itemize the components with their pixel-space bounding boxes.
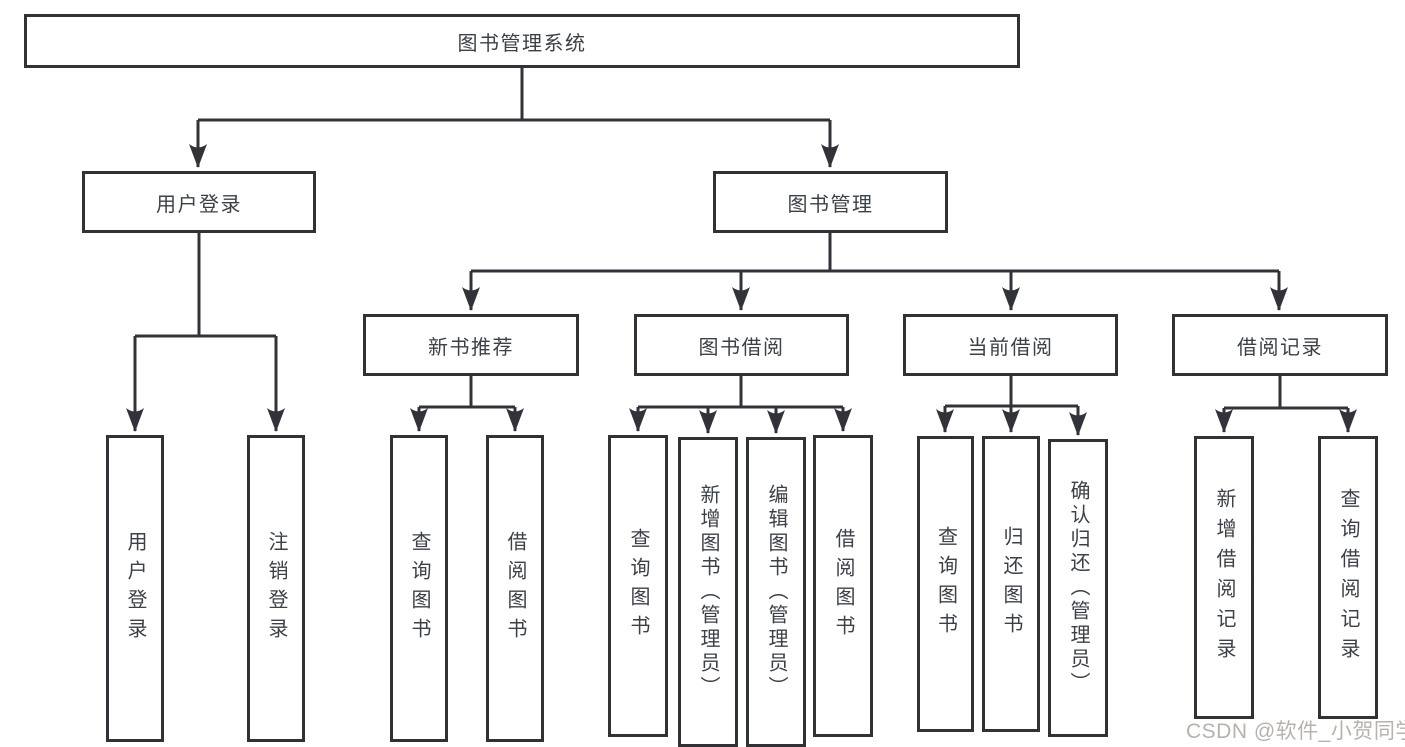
node-new-book-recommend: 新书推荐 xyxy=(363,314,579,376)
connector-rail-current-borrow xyxy=(945,376,1078,408)
connector-rail-new-book xyxy=(419,376,515,409)
leaf-logout: 注销登录 xyxy=(247,435,305,742)
connector-rail-borrow-records xyxy=(1224,376,1348,410)
node-book-management: 图书管理 xyxy=(713,171,948,233)
leaf-query-borrow-record: 查询借阅记录 xyxy=(1318,436,1378,719)
csdn-watermark: CSDN @软件_小贺同学 xyxy=(1186,720,1405,743)
leaf-query-books-3: 查询图书 xyxy=(917,436,974,732)
node-current-borrow: 当前借阅 xyxy=(903,314,1118,376)
leaf-return-books: 归还图书 xyxy=(982,436,1040,732)
leaf-add-borrow-record: 新增借阅记录 xyxy=(1194,436,1254,719)
connector-rail-book-management xyxy=(471,233,1279,273)
node-borrow-records: 借阅记录 xyxy=(1172,314,1388,376)
node-book-borrow: 图书借阅 xyxy=(634,314,849,376)
leaf-add-books-admin: 新增图书（管理员） xyxy=(678,437,738,747)
connector-rail-user-login xyxy=(135,233,276,338)
leaf-edit-books-admin: 编辑图书（管理员） xyxy=(746,437,806,747)
leaf-query-books-2: 查询图书 xyxy=(608,435,668,737)
node-root-system: 图书管理系统 xyxy=(24,14,1020,68)
connector-rail-book-borrow xyxy=(638,376,843,409)
leaf-borrow-books-1: 借阅图书 xyxy=(486,435,544,742)
leaf-user-login: 用户登录 xyxy=(106,435,164,742)
leaf-confirm-return-admin: 确认归还（管理员） xyxy=(1048,439,1108,737)
node-user-login: 用户登录 xyxy=(82,171,316,233)
leaf-borrow-books-2: 借阅图书 xyxy=(813,435,873,737)
connector-rail-root xyxy=(198,68,830,122)
leaf-query-books-1: 查询图书 xyxy=(390,435,448,742)
